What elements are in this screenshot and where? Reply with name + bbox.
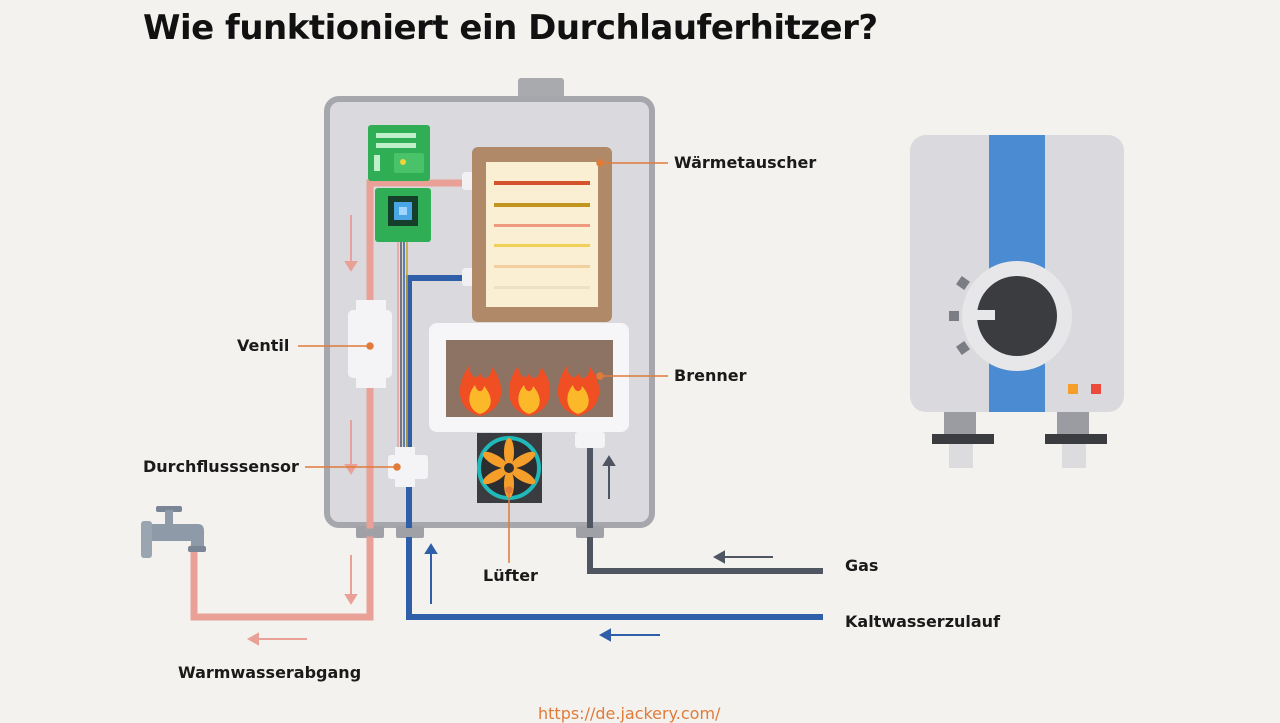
control-wires — [397, 242, 408, 450]
label-burner: Brenner — [674, 366, 747, 385]
cold-water-pipe — [406, 275, 823, 620]
gas-valve — [575, 432, 605, 448]
hot-water-pipe — [190, 179, 470, 621]
control-board — [368, 125, 431, 242]
label-cold-water-inlet: Kaltwasserzulauf — [845, 612, 1001, 631]
water-heater-icon — [910, 135, 1124, 468]
label-hot-water-outlet: Warmwasserabgang — [178, 663, 362, 682]
label-fan: Lüfter — [483, 566, 538, 585]
heat-exchanger — [462, 147, 612, 322]
label-valve: Ventil — [237, 336, 290, 355]
source-url[interactable]: https://de.jackery.com/ — [538, 704, 721, 723]
flame-icon — [557, 366, 600, 416]
label-gas: Gas — [845, 556, 879, 575]
callout-lines — [298, 159, 668, 563]
burner — [429, 323, 629, 432]
flow-sensor — [388, 447, 428, 487]
fan — [477, 433, 542, 503]
faucet-icon — [141, 506, 206, 558]
bottom-connectors — [356, 526, 604, 538]
gas-pipe — [587, 442, 823, 574]
label-flow-sensor: Durchflusssensor — [143, 457, 299, 476]
page-title: Wie funktioniert ein Durchlauferhitzer? — [143, 8, 878, 48]
label-heat-exchanger: Wärmetauscher — [674, 153, 817, 172]
flame-icon — [459, 366, 502, 416]
flame-icon — [508, 366, 551, 416]
